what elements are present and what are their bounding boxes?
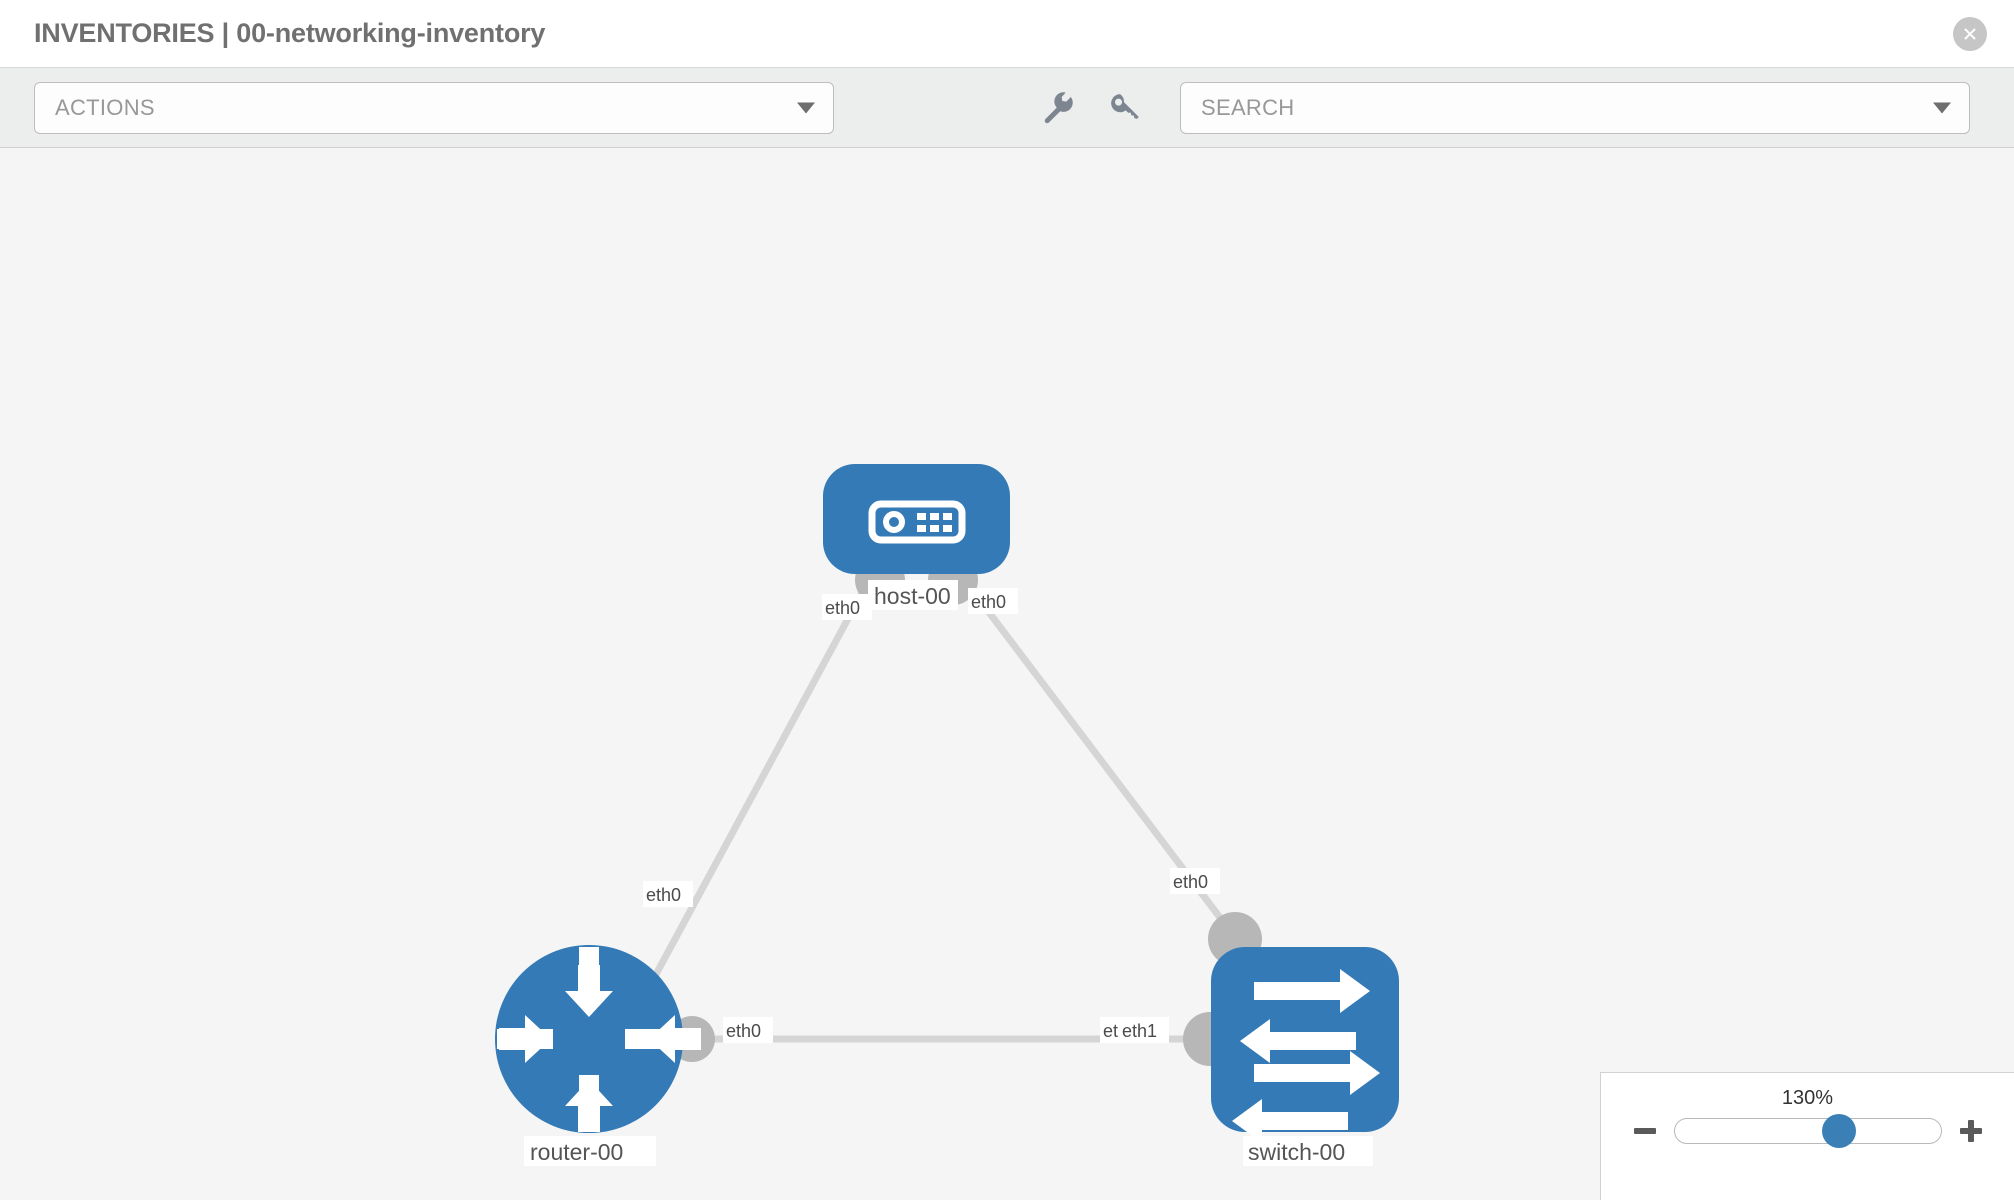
iface-label-host-right: eth0 [971, 592, 1006, 612]
zoom-slider[interactable] [1673, 1114, 1942, 1148]
wrench-icon[interactable] [1040, 91, 1074, 125]
topology-canvas[interactable]: host-00 [0, 148, 2014, 1200]
interface-labels: eth0 eth0 eth0 eth0 eth0 eth0 eth1 [643, 588, 1220, 1043]
server-appliance-icon [868, 500, 966, 544]
actions-dropdown-label: ACTIONS [55, 94, 155, 120]
iface-label-router-top: eth0 [646, 885, 681, 905]
iface-label-router-right: eth0 [726, 1021, 761, 1041]
zoom-slider-row [1601, 1114, 2014, 1148]
bidirectional-arrows-icon [1232, 969, 1380, 1143]
topology-graph: host-00 [495, 464, 1399, 1166]
toolbar-icon-group [1040, 91, 1142, 125]
page-title: INVENTORIES | 00-networking-inventory [34, 18, 546, 48]
iface-label-switch-left-b: eth1 [1122, 1021, 1157, 1041]
zoom-control-panel: 130% [1600, 1072, 2014, 1200]
four-arrows-inward-icon [497, 947, 701, 1132]
search-placeholder: SEARCH [1201, 94, 1295, 120]
node-switch-00[interactable]: switch-00 [1211, 947, 1399, 1166]
node-label-host: host-00 [874, 583, 951, 609]
topology-ports [669, 555, 1262, 1066]
iface-label-switch-top: eth0 [1173, 872, 1208, 892]
page-header: INVENTORIES | 00-networking-inventory [0, 0, 2014, 68]
chevron-down-icon [1933, 102, 1951, 113]
edge-host-router[interactable] [636, 576, 874, 1006]
search-input[interactable]: SEARCH [1180, 81, 1970, 134]
close-icon[interactable] [1953, 16, 1987, 51]
zoom-level-value: 130% [1781, 1087, 1834, 1109]
topology-edges [636, 575, 1246, 1043]
node-label-switch: switch-00 [1248, 1139, 1345, 1165]
node-host-00[interactable]: host-00 [823, 464, 1010, 610]
zoom-slider-thumb[interactable] [1822, 1114, 1857, 1148]
toolbar: ACTIONS SEARCH [0, 68, 2014, 148]
actions-dropdown[interactable]: ACTIONS [34, 81, 834, 134]
node-label-router: router-00 [530, 1139, 623, 1165]
iface-label-host-left: eth0 [825, 598, 860, 618]
plus-icon[interactable] [1958, 1118, 1984, 1144]
chevron-down-icon [797, 102, 815, 113]
minus-icon[interactable] [1632, 1118, 1658, 1144]
key-icon[interactable] [1108, 91, 1142, 125]
node-router-00[interactable]: router-00 [495, 945, 701, 1166]
